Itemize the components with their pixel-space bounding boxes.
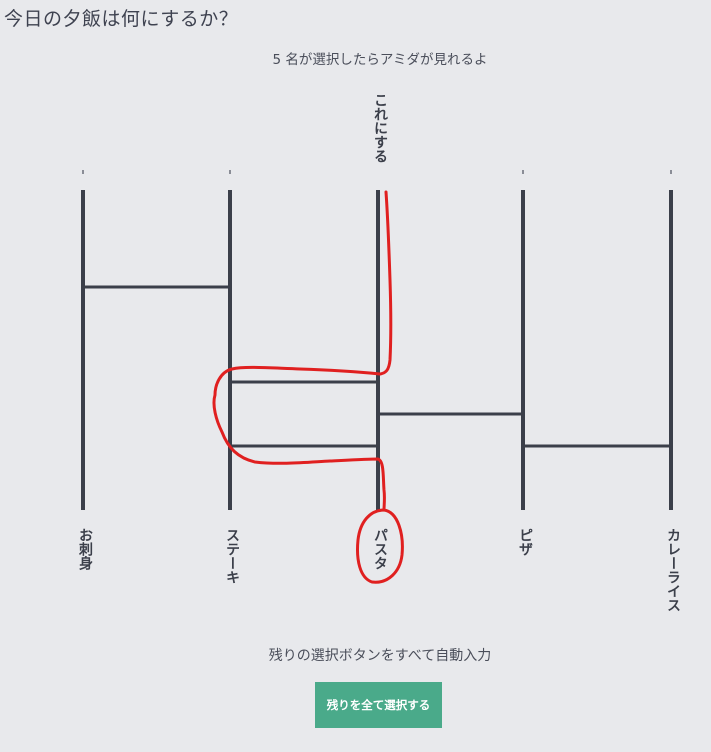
column-marker-5 — [670, 170, 672, 174]
page-subtitle: 5 名が選択したらアミダが見れるよ — [272, 52, 488, 68]
bottom-label-3: パスタ — [372, 528, 388, 570]
auto-fill-helper-text: 残りの選択ボタンをすべて自動入力 — [268, 648, 492, 664]
page-title: 今日の夕飯は何にするか？ — [4, 8, 239, 30]
bottom-label-1: お刺身 — [77, 528, 93, 570]
bottom-label-5: カレーライス — [665, 528, 681, 612]
result-circle — [356, 508, 404, 584]
bottom-label-4: ピザ — [517, 528, 533, 556]
top-label-3: これにする — [372, 93, 388, 163]
column-marker-4 — [522, 170, 524, 174]
column-marker-1 — [82, 170, 84, 174]
bottom-label-2: ステーキ — [224, 528, 240, 584]
select-all-remaining-button[interactable]: 残りを全て選択する — [315, 682, 442, 728]
highlighted-path — [212, 190, 393, 512]
column-marker-2 — [229, 170, 231, 174]
